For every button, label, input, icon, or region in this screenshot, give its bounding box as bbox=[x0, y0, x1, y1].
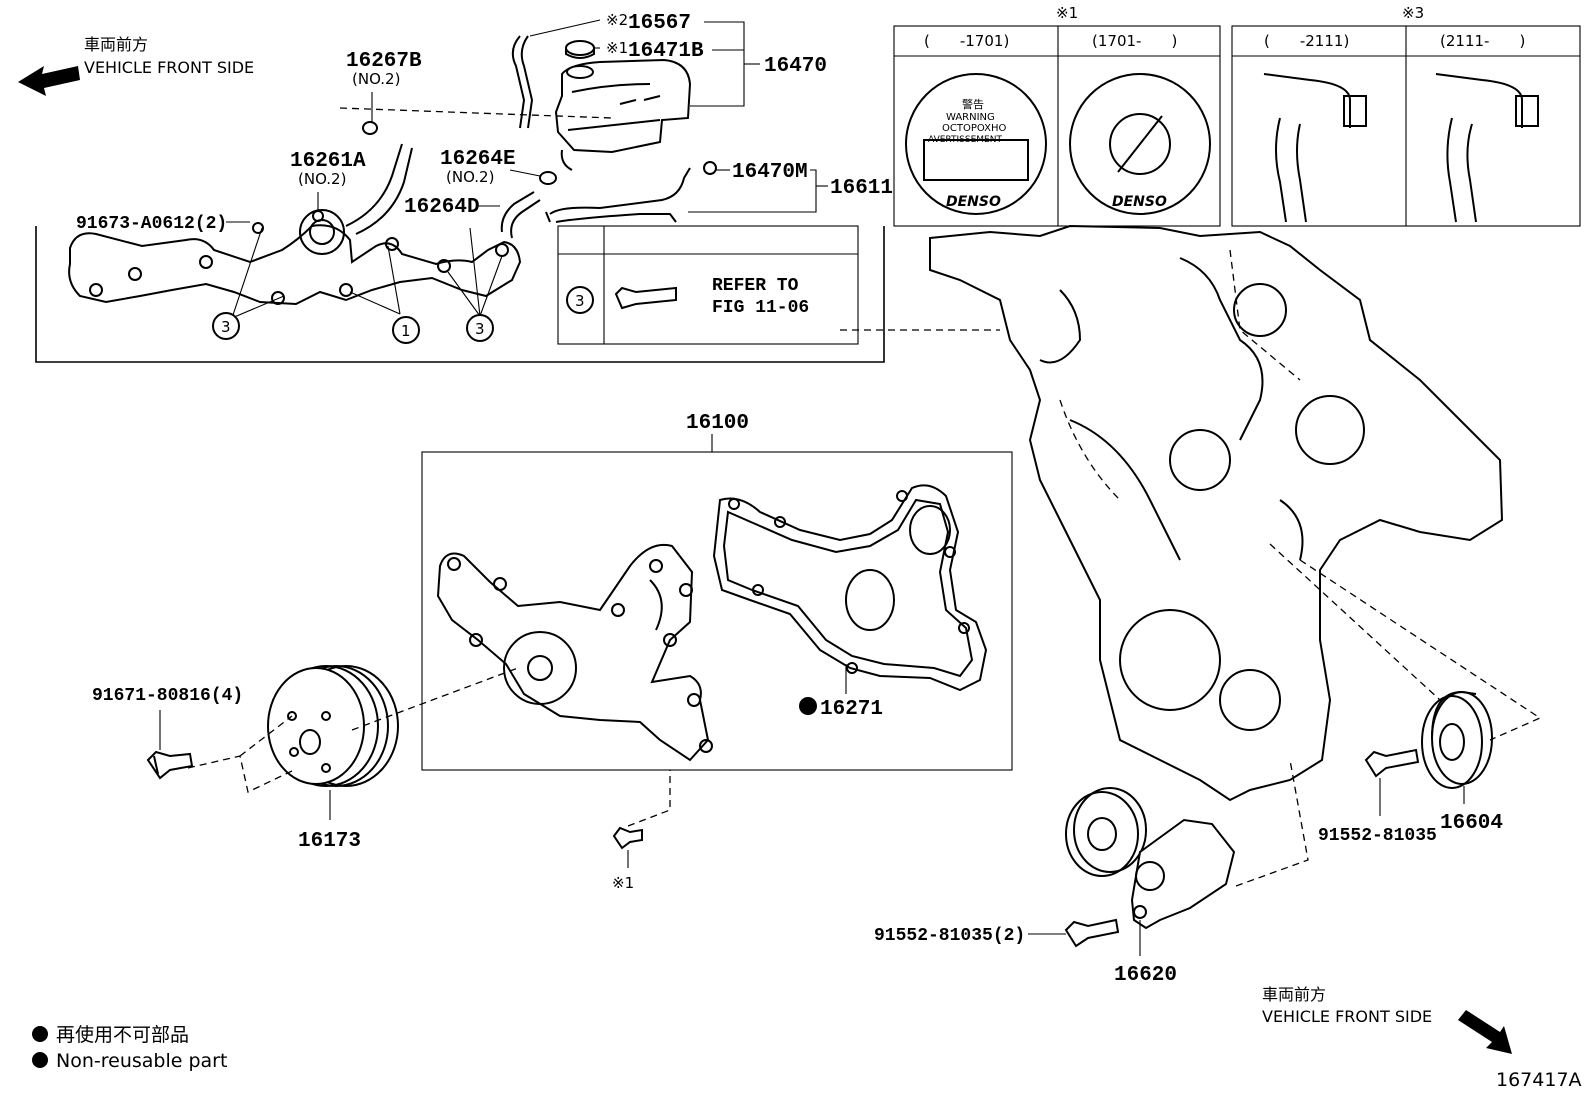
svg-text:WARNING: WARNING bbox=[946, 112, 995, 123]
legend-dot-icon bbox=[32, 1026, 48, 1042]
refer-line2: FIG 11-06 bbox=[712, 298, 809, 318]
label-16264D: 16264D bbox=[404, 196, 480, 219]
refer-box-callout: 3 bbox=[575, 292, 585, 310]
label-91673: 91673-A0612(2) bbox=[76, 214, 227, 234]
hose-16264D bbox=[500, 191, 535, 233]
arrow-left-icon bbox=[18, 66, 80, 96]
reserve-tank-16470 bbox=[511, 35, 692, 171]
svg-text:3: 3 bbox=[221, 318, 231, 336]
water-pump-16100 bbox=[436, 544, 713, 762]
callout-1 bbox=[392, 316, 420, 344]
hose-variant-new bbox=[1435, 73, 1523, 223]
bolt-icon bbox=[614, 286, 677, 310]
gasket-16271 bbox=[712, 484, 988, 692]
hose-variant-old bbox=[1263, 73, 1351, 223]
svg-text:OCTOPOXHO: OCTOPOXHO bbox=[942, 123, 1006, 134]
label-16261A-sub: (NO.2) bbox=[298, 170, 346, 188]
label-16267B-sub: (NO.2) bbox=[352, 70, 400, 88]
water-pump-group-frame bbox=[421, 451, 1013, 771]
label-16611: 16611 bbox=[830, 177, 893, 200]
note-x1-bolt: ※1 bbox=[612, 874, 634, 892]
label-91671: 91671-80816(4) bbox=[92, 686, 243, 706]
clip-16264E bbox=[539, 171, 557, 185]
label-16620: 16620 bbox=[1114, 964, 1177, 987]
label-91552-a: 91552-81035 bbox=[1318, 826, 1437, 846]
label-16267B: 16267B bbox=[346, 50, 422, 73]
svg-text:( -2111): ( -2111) bbox=[1264, 32, 1349, 50]
label-91552-b: 91552-81035(2) bbox=[874, 926, 1025, 946]
label-16471B: 16471B bbox=[628, 40, 704, 63]
svg-text:(2111- ): (2111- ) bbox=[1440, 32, 1525, 50]
svg-text:DENSO: DENSO bbox=[1112, 194, 1167, 210]
refer-box: 3 REFER TO FIG 11-06 bbox=[557, 225, 859, 345]
refer-line1: REFER TO bbox=[712, 276, 799, 296]
clip-16267B bbox=[362, 121, 378, 135]
label-16271: 16271 bbox=[820, 698, 883, 721]
svg-text:( -1701): ( -1701) bbox=[924, 32, 1009, 50]
label-16604: 16604 bbox=[1440, 812, 1503, 835]
bolt-91552-b bbox=[1064, 918, 1120, 948]
callout-3-right bbox=[466, 314, 494, 342]
label-16567: 16567 bbox=[628, 12, 691, 35]
hose-16267B bbox=[345, 143, 403, 227]
label-16173: 16173 bbox=[298, 830, 361, 853]
pulley-16173 bbox=[267, 665, 399, 787]
bolt-91671 bbox=[146, 750, 194, 780]
svg-text:※1: ※1 bbox=[1056, 4, 1078, 22]
svg-text:3: 3 bbox=[475, 320, 485, 338]
timing-cover bbox=[929, 224, 1504, 802]
bolt-note1 bbox=[612, 826, 643, 850]
coolant-group-frame bbox=[35, 226, 885, 363]
non-reusable-marker-icon bbox=[799, 697, 817, 715]
direction-en-top: VEHICLE FRONT SIDE bbox=[84, 58, 254, 77]
direction-top-left: 車両前方 VEHICLE FRONT SIDE bbox=[18, 35, 254, 96]
bracket-16611 bbox=[545, 161, 717, 223]
label-16470: 16470 bbox=[764, 55, 827, 78]
figure-id: 167417A bbox=[1496, 1069, 1582, 1091]
bolt-91552-a bbox=[1364, 748, 1420, 778]
svg-text:警告: 警告 bbox=[962, 97, 984, 111]
svg-text:1: 1 bbox=[401, 322, 411, 340]
note-16471B: ※1 bbox=[606, 39, 628, 57]
direction-en-bottom: VEHICLE FRONT SIDE bbox=[1262, 1007, 1432, 1026]
svg-text:(1701- ): (1701- ) bbox=[1092, 32, 1177, 50]
legend-jp: 再使用不可部品 bbox=[56, 1024, 189, 1046]
tensioner-16620 bbox=[1065, 787, 1236, 930]
callout-3-left bbox=[212, 312, 240, 340]
direction-jp-bottom: 車両前方 bbox=[1262, 985, 1326, 1004]
label-16264E: 16264E bbox=[440, 148, 516, 171]
idler-16604 bbox=[1421, 690, 1493, 789]
variant-table-1: ※1 ( -1701) (1701- ) 警告 WARNING OCTOPOXH… bbox=[893, 4, 1221, 227]
svg-text:AVERTISSEMENT: AVERTISSEMENT bbox=[928, 135, 1002, 145]
label-16264E-sub: (NO.2) bbox=[446, 168, 494, 186]
legend-dot-icon bbox=[32, 1052, 48, 1068]
svg-text:※3: ※3 bbox=[1402, 4, 1424, 22]
label-16100: 16100 bbox=[686, 412, 749, 435]
arrow-right-down-icon bbox=[1458, 1010, 1512, 1054]
direction-bottom-right: 車両前方 VEHICLE FRONT SIDE bbox=[1262, 985, 1512, 1054]
label-16470M: 16470M bbox=[732, 161, 808, 184]
legend-en: Non-reusable part bbox=[56, 1050, 227, 1072]
label-16261A: 16261A bbox=[290, 150, 366, 173]
note-16567: ※2 bbox=[606, 11, 628, 29]
direction-jp-top: 車両前方 bbox=[84, 35, 148, 54]
variant-table-3: ※3 ( -2111) (2111- ) bbox=[1231, 4, 1581, 227]
svg-text:DENSO: DENSO bbox=[946, 194, 1001, 210]
legend: 再使用不可部品 Non-reusable part bbox=[32, 1024, 227, 1072]
